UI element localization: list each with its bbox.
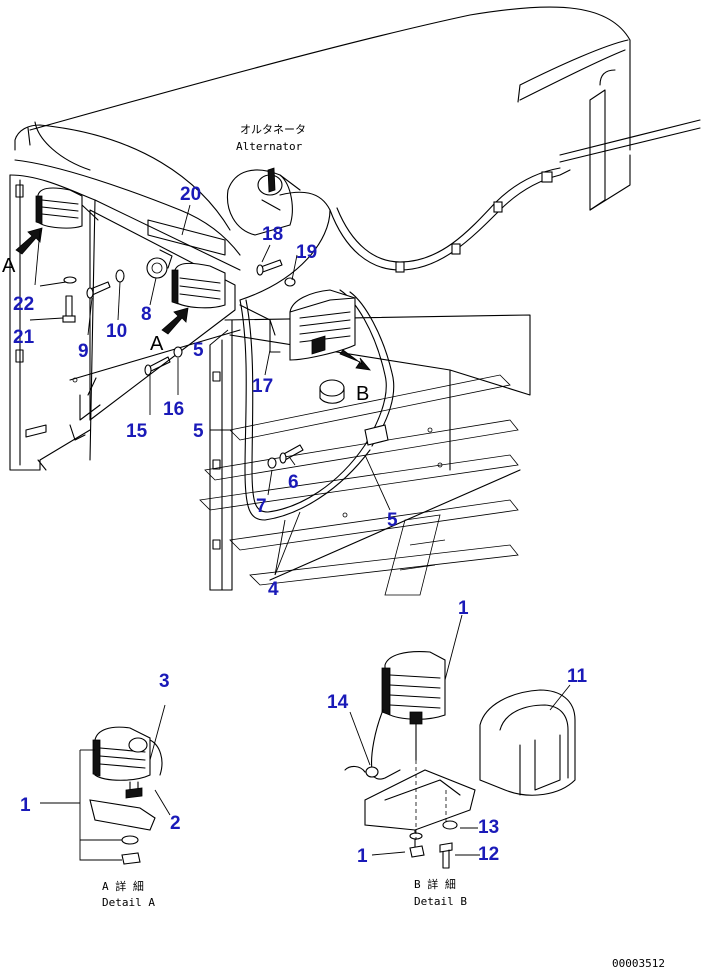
callout-13: 13 (478, 817, 499, 838)
callout-9: 9 (78, 341, 89, 362)
callout-5-lower: 5 (387, 510, 398, 531)
detail-a-en-label: Detail A (102, 896, 155, 909)
callout-5-upper: 5 (193, 340, 204, 361)
callout-4: 4 (268, 579, 279, 600)
detail-a-jp-label: A 詳 細 (102, 879, 144, 893)
callout-3: 3 (159, 671, 170, 692)
alternator-en-label: Alternator (236, 140, 303, 153)
callout-6: 6 (288, 472, 299, 493)
callout-18: 18 (262, 224, 283, 245)
callout-17: 17 (252, 376, 273, 397)
callout-5-middle: 5 (193, 421, 204, 442)
callout-16: 16 (163, 399, 184, 420)
drawing-number: 00003512 (612, 957, 665, 970)
callout-8: 8 (141, 304, 152, 325)
callout-12: 12 (478, 844, 499, 865)
callout-15: 15 (126, 421, 148, 442)
callout-22: 22 (13, 294, 34, 315)
work-light-center (146, 249, 226, 335)
detail-b-jp-label: B 詳 細 (414, 877, 456, 891)
callout-14: 14 (327, 692, 349, 713)
callout-11: 11 (567, 666, 588, 687)
cab-body (9, 6, 701, 596)
view-a-label-left: A (2, 255, 16, 277)
work-light-left (15, 187, 99, 255)
view-b-label: B (356, 383, 369, 405)
leader-lines (29, 204, 391, 576)
fasteners (62, 219, 304, 469)
callout-1-detail-b-bottom: 1 (357, 846, 368, 867)
detail-b-en-label: Detail B (414, 895, 467, 908)
wiring-harness (239, 167, 571, 521)
detail-b-drawing (344, 614, 576, 869)
detail-a-drawing (40, 704, 171, 865)
callout-7: 7 (256, 496, 267, 517)
alternator (226, 167, 301, 236)
view-a-label-center: A (150, 333, 164, 355)
alternator-jp-label: オルタネータ (240, 123, 306, 136)
callout-10: 10 (106, 321, 127, 342)
callout-2: 2 (170, 813, 181, 834)
callout-1-detail-a: 1 (20, 795, 31, 816)
callout-20: 20 (180, 184, 201, 205)
callout-21: 21 (13, 327, 35, 348)
work-light-b-assembly (289, 289, 371, 404)
callout-19: 19 (296, 242, 317, 263)
callout-1-detail-b-top: 1 (458, 598, 469, 619)
